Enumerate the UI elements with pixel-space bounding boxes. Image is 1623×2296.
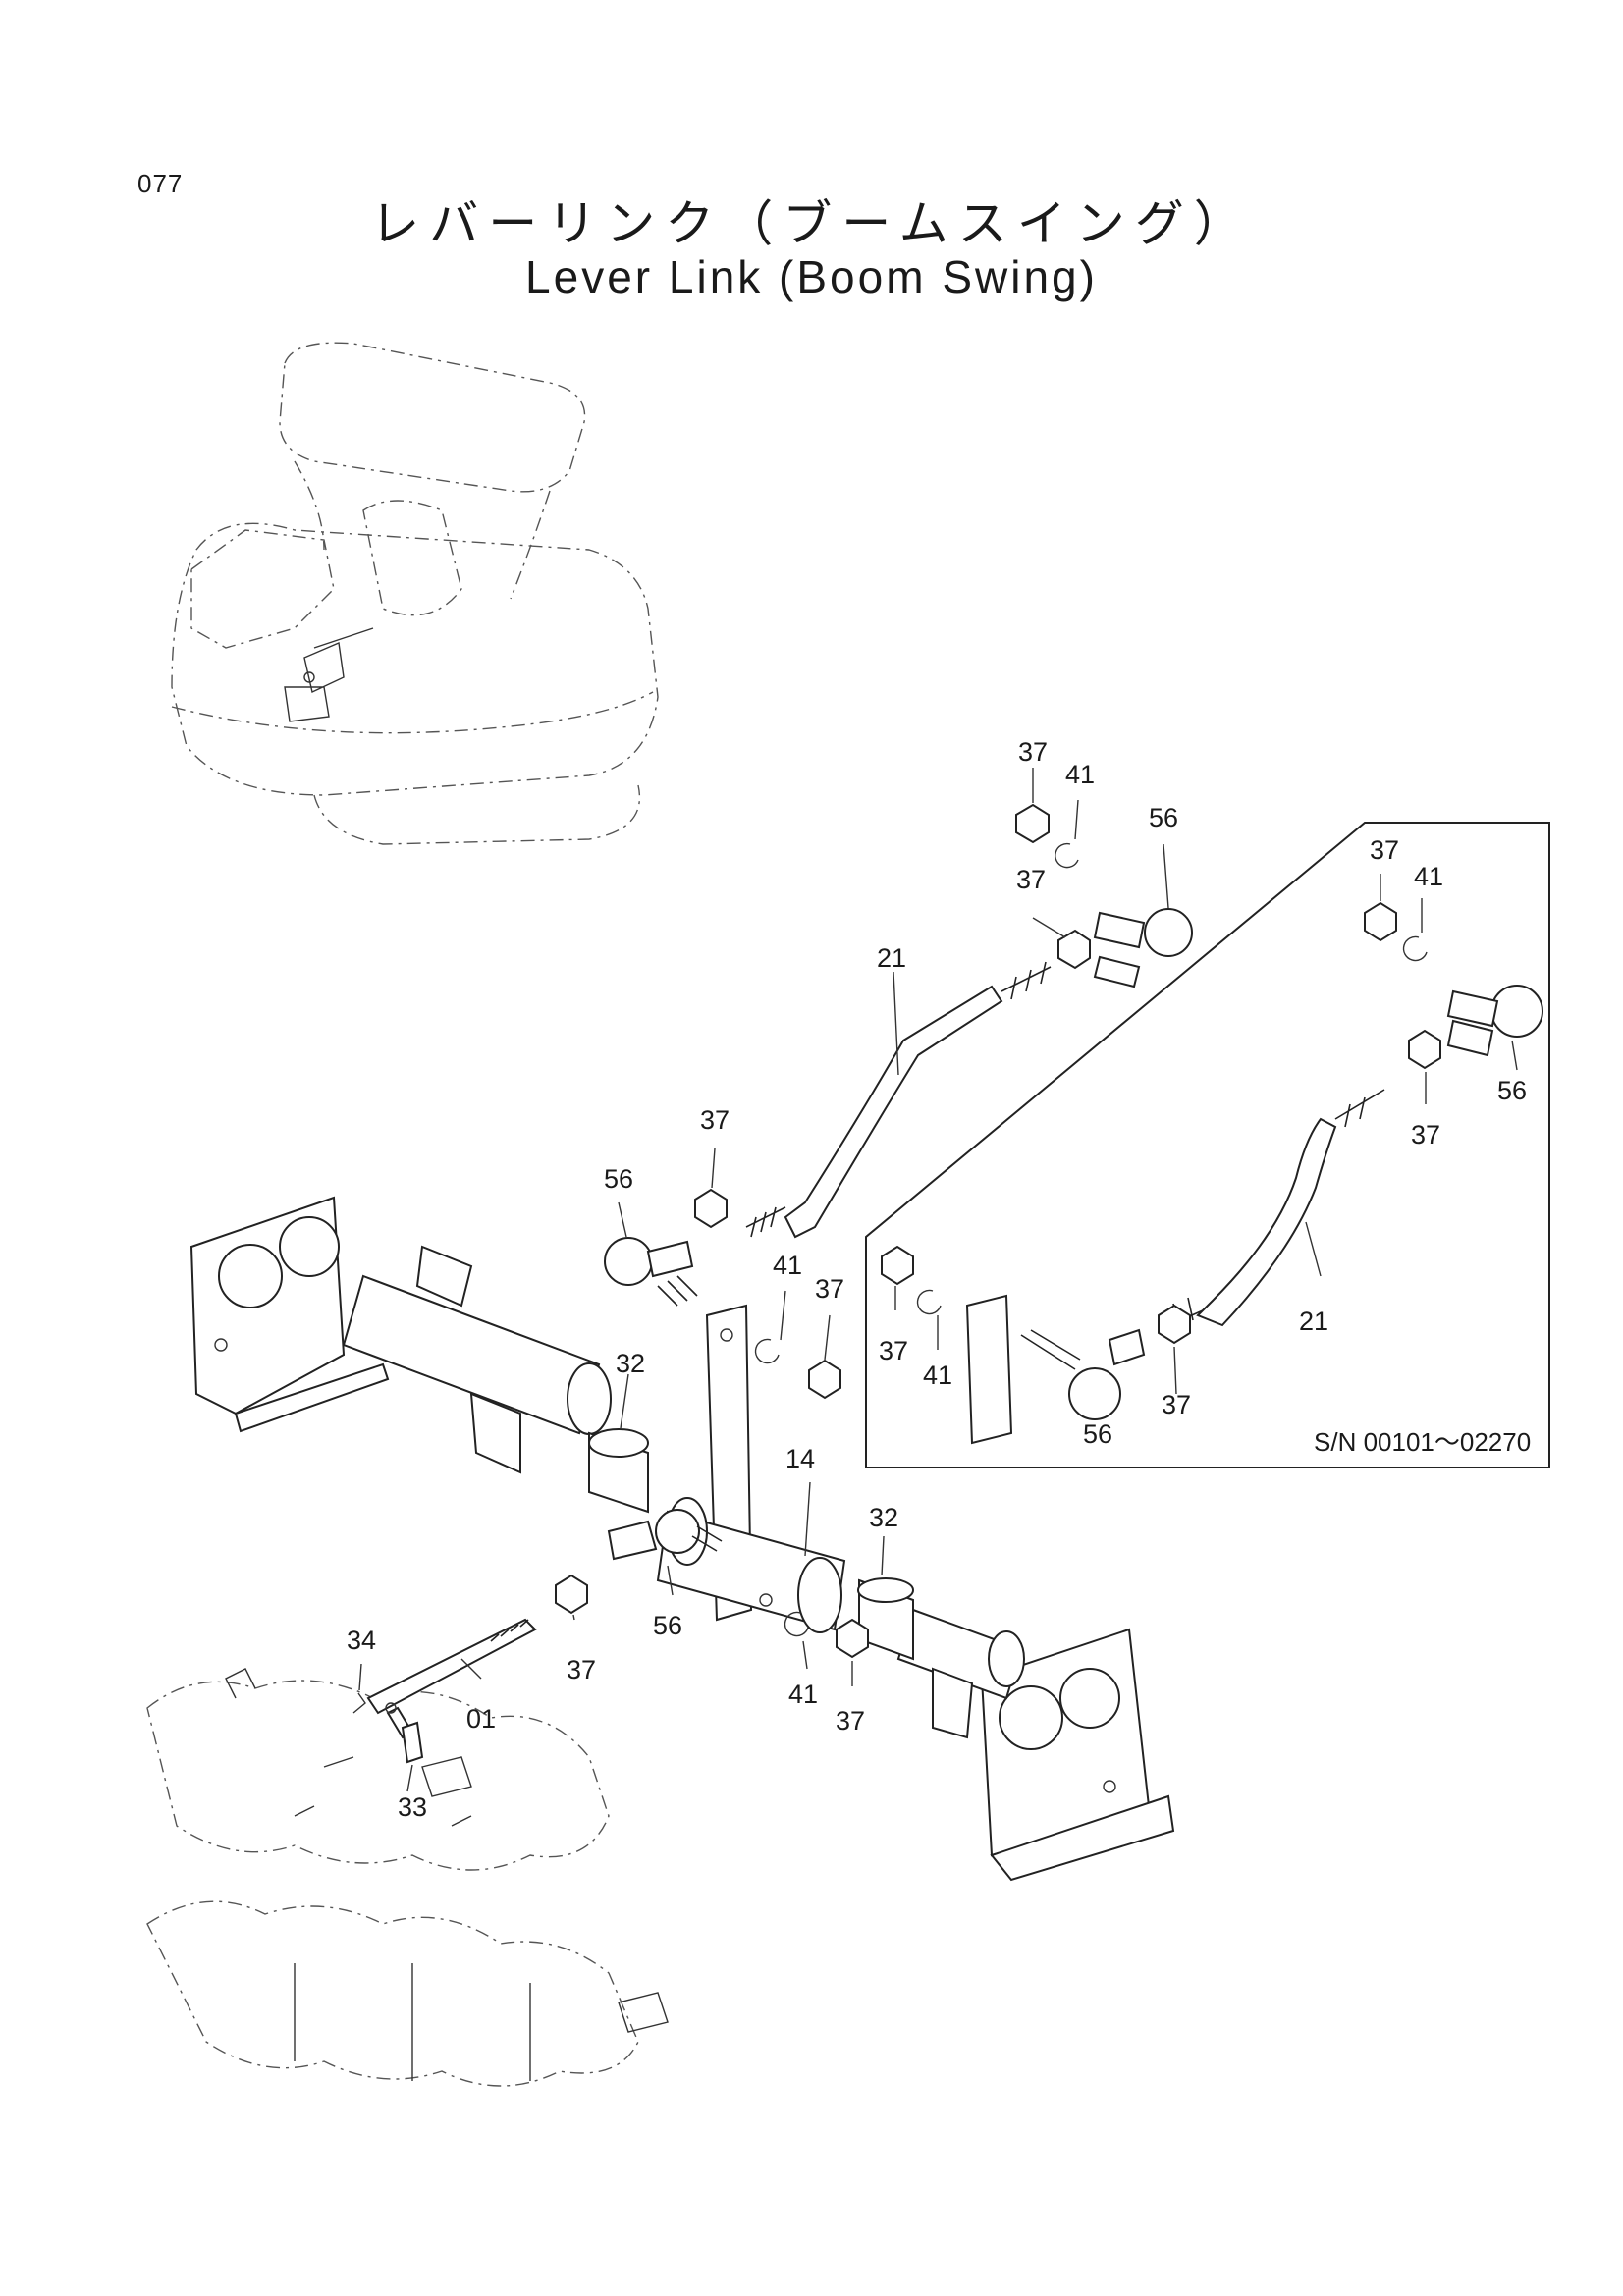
callout-37-lever: 37: [815, 1274, 844, 1304]
callout-32-right: 32: [869, 1503, 898, 1532]
callout-37-rod-end: 37: [700, 1105, 730, 1135]
inset-callout-37-left: 37: [879, 1336, 908, 1365]
callout-56-left: 56: [604, 1164, 633, 1194]
page-number: 077: [137, 169, 184, 198]
inset-callout-37-right: 37: [1411, 1120, 1440, 1149]
inset-callout-56-right: 56: [1497, 1076, 1527, 1105]
inset-callouts: 37 41 56 37 21 37 41 56 37 S/N 00101～022…: [879, 835, 1531, 1457]
inset-callout-37-top: 37: [1370, 835, 1399, 865]
right-mounting-bracket: [896, 1608, 1175, 1882]
callout-21-rod: 21: [877, 943, 906, 973]
control-valve-illustration: [146, 1668, 669, 2087]
callout-33-pin: 33: [398, 1792, 427, 1822]
lower-rod: [366, 1618, 537, 1739]
callout-37-lower-left: 37: [567, 1655, 596, 1684]
inset-callout-37-bottom: 37: [1162, 1390, 1191, 1419]
callout-41-lower: 41: [788, 1680, 818, 1709]
upper-rod: [745, 961, 1052, 1239]
inset-callout-41-top: 41: [1414, 862, 1443, 891]
callout-37-lower-right: 37: [836, 1706, 865, 1735]
leader-lines: [358, 768, 1518, 1792]
inset-callout-56-bottom: 56: [1083, 1419, 1112, 1449]
inset-callout-41-left: 41: [923, 1361, 952, 1390]
ball-joints: [604, 908, 1193, 1561]
serial-range-inset: [865, 822, 1550, 1468]
left-mounting-bracket: [189, 1196, 612, 1474]
callout-41-lever: 41: [773, 1251, 802, 1280]
callout-41-top: 41: [1065, 760, 1095, 789]
callout-56-lower: 56: [653, 1611, 682, 1640]
machine-overview-illustration: [171, 342, 659, 845]
main-callouts: 37 41 56 37 21 37 56 41 37 32 14 32 56 3…: [347, 737, 1178, 1822]
inset-callout-21-rod: 21: [1299, 1307, 1328, 1336]
callout-32-left: 32: [616, 1349, 645, 1378]
title-japanese: レバーリンク（ブームスイング）: [370, 195, 1253, 252]
callout-37-top: 37: [1018, 737, 1048, 767]
fasteners: [352, 803, 1091, 1764]
callout-01-rod: 01: [466, 1704, 496, 1734]
callout-14-lever: 14: [785, 1444, 815, 1473]
title-english: Lever Link (Boom Swing): [525, 251, 1098, 302]
callout-37-upper: 37: [1016, 865, 1046, 894]
callout-34-pin: 34: [347, 1626, 376, 1655]
callout-56-top: 56: [1149, 803, 1178, 832]
serial-range-label: S/N 00101～02270: [1314, 1427, 1531, 1457]
